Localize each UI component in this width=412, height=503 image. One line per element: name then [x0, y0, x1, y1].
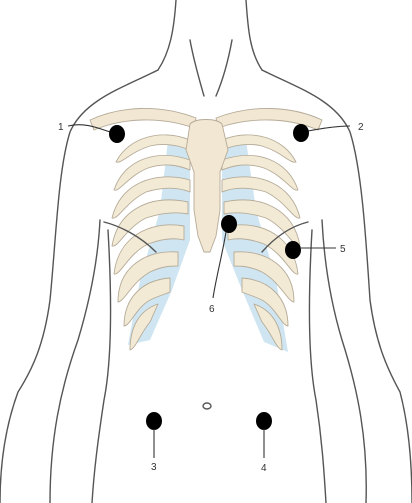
electrode-dot-1 [109, 125, 125, 143]
left-inner-arm [50, 220, 100, 503]
electrode-label-2: 2 [358, 122, 364, 133]
electrode-5: 5 [285, 241, 346, 259]
electrode-label-1: 1 [58, 122, 64, 133]
clavicle-left [90, 108, 196, 130]
electrode-dot-6 [221, 215, 237, 233]
neck-left [158, 0, 176, 70]
electrode-4: 4 [256, 412, 272, 474]
neck-muscle-left [190, 40, 204, 96]
electrode-dot-5 [285, 241, 301, 259]
electrode-2: 2 [293, 122, 364, 142]
right-flank [309, 230, 326, 503]
electrode-label-4: 4 [261, 463, 267, 474]
electrode-3: 3 [146, 412, 162, 473]
neck-right [246, 0, 262, 70]
left-shoulder-arm [0, 70, 158, 503]
right-inner-arm [322, 220, 366, 503]
electrode-label-6: 6 [209, 304, 215, 315]
electrode-label-3: 3 [151, 462, 157, 473]
neck-muscle-right [216, 40, 232, 96]
electrode-dot-3 [146, 412, 162, 430]
leader-line-6 [213, 232, 226, 298]
navel [203, 403, 211, 409]
electrode-dot-2 [293, 124, 309, 142]
electrode-label-5: 5 [340, 244, 346, 255]
electrode-dot-4 [256, 412, 272, 430]
ribcage [90, 108, 322, 352]
